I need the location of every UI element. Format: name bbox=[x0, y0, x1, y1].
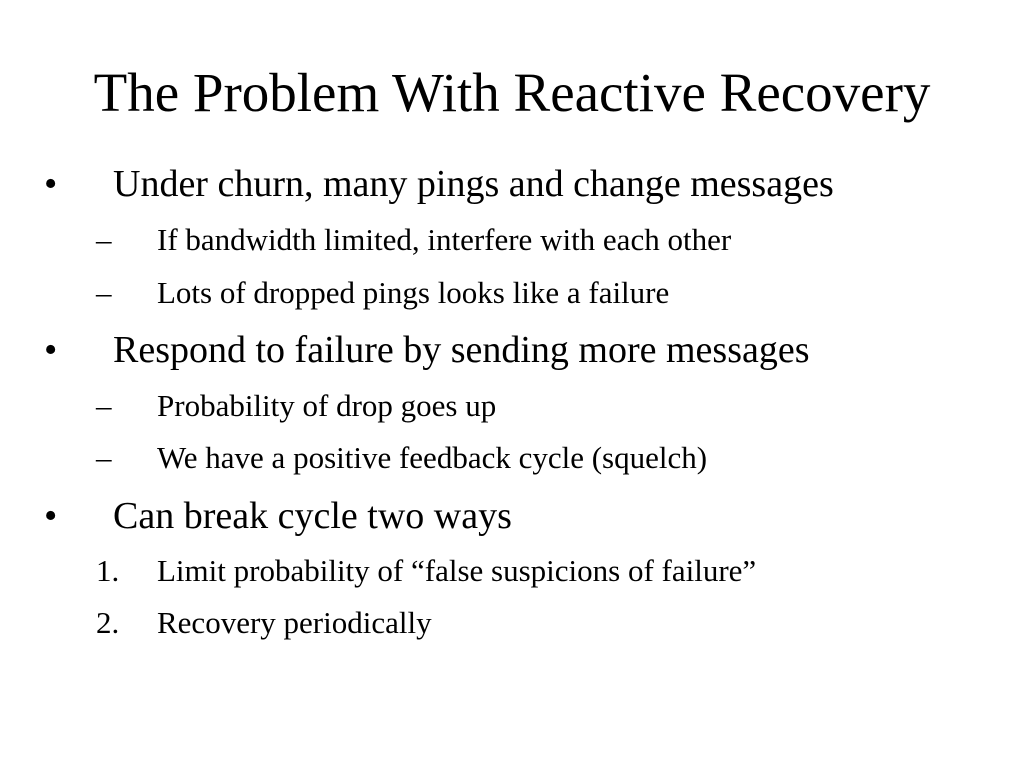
sub-bullet-marker: – bbox=[96, 222, 112, 257]
numbered-item-text: Limit probability of “false suspicions o… bbox=[157, 553, 757, 588]
bullet-marker: • bbox=[44, 495, 58, 537]
numbered-item-marker: 1. bbox=[96, 553, 120, 588]
bullet-text: Can break cycle two ways bbox=[113, 495, 512, 537]
bullet-marker: • bbox=[44, 163, 58, 205]
sub-bullet-text: Lots of dropped pings looks like a failu… bbox=[157, 275, 670, 310]
bullet-text: Respond to failure by sending more messa… bbox=[113, 329, 810, 371]
bullet-marker: • bbox=[44, 329, 58, 371]
numbered-item-text: Recovery periodically bbox=[157, 605, 432, 640]
sub-bullet-text: If bandwidth limited, interfere with eac… bbox=[157, 222, 732, 257]
slide-title: The Problem With Reactive Recovery bbox=[93, 62, 931, 123]
sub-bullet-text: Probability of drop goes up bbox=[157, 388, 497, 423]
sub-bullet-text: We have a positive feedback cycle (squel… bbox=[157, 440, 708, 475]
sub-bullet-marker: – bbox=[96, 440, 112, 475]
numbered-item-marker: 2. bbox=[96, 605, 120, 640]
sub-bullet-marker: – bbox=[96, 275, 112, 310]
bullet-text: Under churn, many pings and change messa… bbox=[113, 163, 834, 205]
sub-bullet-marker: – bbox=[96, 388, 112, 423]
